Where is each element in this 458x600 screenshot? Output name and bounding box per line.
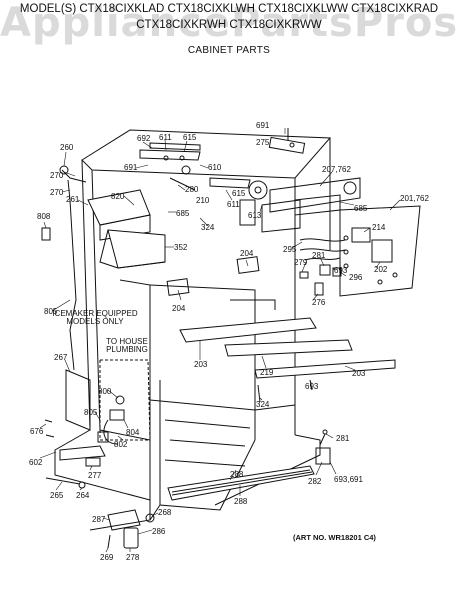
part-label-202: 202 <box>374 265 388 274</box>
part-label-692: 692 <box>137 134 151 143</box>
part-label-203: 203 <box>194 360 208 369</box>
part-label-296: 296 <box>349 273 363 282</box>
part-label-693-691: 693,691 <box>334 475 363 484</box>
part-label-693-b: 693 <box>305 382 319 391</box>
part-label-693: 693 <box>334 266 348 275</box>
part-label-269: 269 <box>100 553 114 562</box>
part-label-265: 265 <box>50 491 64 500</box>
icemaker-note: ICEMAKER EQUIPPED MODELS ONLY <box>52 309 138 326</box>
part-label-820: 820 <box>111 192 125 201</box>
part-label-676: 676 <box>30 427 44 436</box>
part-label-275: 275 <box>256 138 270 147</box>
part-label-281-b: 281 <box>336 434 350 443</box>
part-label-267: 267 <box>54 353 68 362</box>
part-label-805: 805 <box>44 307 58 316</box>
plumbing-note-line-2: PLUMBING <box>106 345 148 354</box>
part-label-802: 802 <box>114 440 128 449</box>
part-label-613: 613 <box>248 211 262 220</box>
art-number: (ART NO. WR18201 C4) <box>293 533 376 542</box>
part-label-287: 287 <box>92 515 106 524</box>
part-label-268: 268 <box>158 508 172 517</box>
plumbing-note-line-1: TO HOUSE <box>106 337 148 346</box>
icemaker-note-line-2: MODELS ONLY <box>66 317 124 326</box>
part-label-685-b: 685 <box>354 204 368 213</box>
part-label-207-762: 207,762 <box>322 165 351 174</box>
part-label-286: 286 <box>152 527 166 536</box>
part-label-279: 279 <box>294 258 308 267</box>
part-label-324-b: 324 <box>256 400 270 409</box>
part-label-281: 281 <box>312 251 326 260</box>
part-label-808: 808 <box>37 212 51 221</box>
part-label-288: 288 <box>230 470 244 479</box>
shelf-rails <box>166 256 396 379</box>
icemaker-note-line-1: ICEMAKER EQUIPPED <box>52 309 138 318</box>
part-label-610: 610 <box>208 163 222 172</box>
part-label-691: 691 <box>256 121 270 130</box>
part-label-219: 219 <box>260 368 274 377</box>
part-label-611-b: 611 <box>227 200 240 209</box>
part-label-204-b: 204 <box>240 249 254 258</box>
leader-lines <box>39 128 401 553</box>
part-label-201-762: 201,762 <box>400 194 429 203</box>
part-label-210: 210 <box>196 196 210 205</box>
model-list-line-1: MODEL(S) CTX18CIXKLAD CTX18CIXKLWH CTX18… <box>19 3 439 15</box>
part-label-602: 602 <box>29 458 43 467</box>
part-label-324: 324 <box>201 223 215 232</box>
part-label-800: 800 <box>98 387 112 396</box>
part-label-270-b: 270 <box>50 188 64 197</box>
part-label-611: 611 <box>159 133 172 142</box>
part-label-805-b: 805 <box>84 408 98 417</box>
part-label-280: 280 <box>185 185 199 194</box>
part-label-264: 264 <box>76 491 90 500</box>
part-label-214: 214 <box>372 223 386 232</box>
part-label-691-b: 691 <box>124 163 138 172</box>
model-list-line-2: CTX18CIXKRWH CTX18CIXKRWW <box>136 19 322 31</box>
part-label-278: 278 <box>126 553 140 562</box>
part-label-615-b: 615 <box>232 189 246 198</box>
part-label-615: 615 <box>183 133 197 142</box>
control-panel <box>299 205 421 297</box>
part-label-261: 261 <box>66 195 80 204</box>
part-label-204: 204 <box>172 304 186 313</box>
part-labels: 692 611 615 691 275 260 691 610 207,762 … <box>29 121 429 562</box>
part-label-685: 685 <box>176 209 190 218</box>
bottom-parts <box>44 379 331 549</box>
part-label-352: 352 <box>174 243 188 252</box>
plumbing-note: TO HOUSE PLUMBING <box>106 337 148 354</box>
part-label-295: 295 <box>283 245 297 254</box>
part-label-276: 276 <box>312 298 326 307</box>
part-label-260: 260 <box>60 143 74 152</box>
part-label-804: 804 <box>126 428 140 437</box>
part-label-203-b: 203 <box>352 369 366 378</box>
part-label-288-b: 288 <box>234 497 248 506</box>
fan-motor-assembly <box>239 177 361 233</box>
water-valve-area <box>65 359 151 445</box>
part-label-282: 282 <box>308 477 322 486</box>
section-title: CABINET PARTS <box>187 45 271 56</box>
part-label-270: 270 <box>50 171 64 180</box>
part-label-277: 277 <box>88 471 102 480</box>
